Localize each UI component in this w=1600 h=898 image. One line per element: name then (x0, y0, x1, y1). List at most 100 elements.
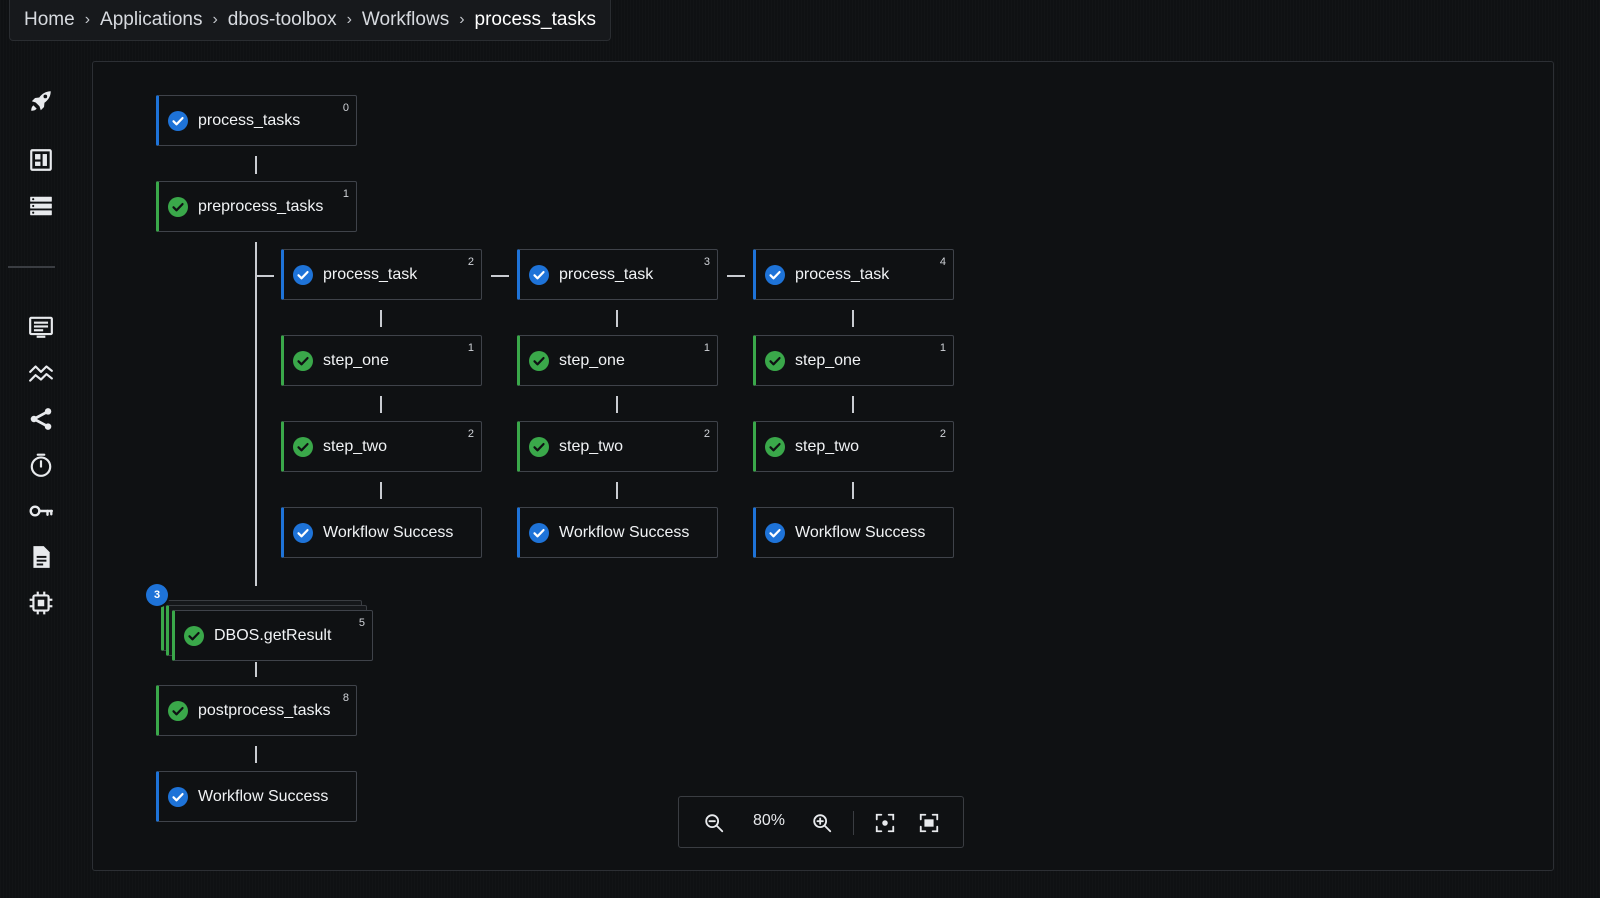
graph-node-workflow[interactable]: process_tasks 0 (156, 95, 357, 146)
node-label: process_task (795, 265, 890, 283)
node-step-number: 2 (939, 428, 946, 440)
connector (255, 746, 257, 763)
graph-node-workflow-success[interactable]: Workflow Success (156, 771, 357, 822)
breadcrumb-applications[interactable]: Applications (100, 9, 203, 30)
node-step-number: 2 (703, 428, 710, 440)
connector (616, 310, 618, 327)
connector (380, 310, 382, 327)
database-icon (30, 196, 52, 216)
graph-node-child-workflow[interactable]: process_task 2 (281, 249, 482, 300)
connector (491, 275, 509, 277)
group-count-badge[interactable]: 3 (146, 584, 168, 606)
graph-node-step[interactable]: step_two 2 (753, 421, 954, 472)
check-circle-icon (765, 350, 785, 371)
workflow-graph-canvas[interactable]: process_tasks 0 preprocess_tasks 1 proce… (92, 61, 1554, 871)
sidebar-item-graph[interactable] (26, 404, 56, 434)
graph-node-step[interactable]: postprocess_tasks 8 (156, 685, 357, 736)
document-icon (33, 546, 50, 568)
breadcrumb-home[interactable]: Home (24, 9, 75, 30)
focus-icon (875, 813, 895, 833)
sidebar (0, 60, 82, 898)
check-circle-icon (765, 436, 785, 457)
graph-node-child-workflow[interactable]: process_task 4 (753, 249, 954, 300)
rocket-icon (31, 91, 51, 111)
node-step-number: 1 (939, 342, 946, 354)
connector (852, 482, 854, 499)
connector (852, 310, 854, 327)
check-circle-icon (293, 350, 313, 371)
center-view-button[interactable] (872, 810, 898, 836)
connector (380, 482, 382, 499)
check-circle-icon (765, 264, 785, 285)
fit-screen-icon (919, 813, 939, 833)
node-step-number: 2 (467, 256, 474, 268)
check-circle-icon (184, 625, 204, 646)
breadcrumb-separator: › (212, 11, 218, 28)
connector (616, 396, 618, 413)
node-step-number: 1 (467, 342, 474, 354)
graph-node-workflow-success[interactable]: Workflow Success (281, 507, 482, 558)
node-label: process_task (559, 265, 654, 283)
check-circle-icon (293, 264, 313, 285)
node-label: process_tasks (198, 111, 301, 129)
zoom-out-button[interactable] (701, 810, 727, 836)
node-label: Workflow Success (559, 523, 690, 541)
breadcrumb-separator: › (459, 11, 465, 28)
graph-node-workflow-success[interactable]: Workflow Success (753, 507, 954, 558)
breadcrumb-separator: › (84, 11, 91, 28)
sidebar-item-compute[interactable] (26, 588, 56, 618)
breadcrumb-current: process_tasks (474, 9, 596, 30)
node-step-number: 2 (467, 428, 474, 440)
sidebar-item-database[interactable] (26, 191, 56, 221)
sidebar-divider (8, 266, 55, 268)
sidebar-item-docs[interactable] (26, 542, 56, 572)
node-label: step_two (559, 437, 624, 455)
connector (255, 156, 257, 174)
sidebar-item-launch[interactable] (26, 86, 56, 116)
sidebar-item-scheduler[interactable] (26, 450, 56, 480)
check-circle-icon (529, 264, 549, 285)
graph-node-step[interactable]: step_one 1 (753, 335, 954, 386)
node-label: step_two (795, 437, 860, 455)
node-label: Workflow Success (795, 523, 926, 541)
connector (616, 482, 618, 499)
breadcrumb-app[interactable]: dbos-toolbox (227, 9, 337, 30)
graph-node-workflow-success[interactable]: Workflow Success (517, 507, 718, 558)
node-step-number: 8 (342, 692, 349, 704)
sidebar-item-dashboard[interactable] (26, 145, 56, 175)
zoom-in-icon (813, 814, 832, 833)
node-label: step_one (559, 351, 625, 369)
check-circle-icon (293, 436, 313, 457)
graph-node-step[interactable]: preprocess_tasks 1 (156, 181, 357, 232)
list-icon (29, 316, 53, 338)
key-icon (29, 505, 54, 517)
check-circle-icon (765, 522, 785, 543)
fit-view-button[interactable] (916, 810, 942, 836)
node-step-number: 5 (358, 617, 365, 629)
zoom-out-icon (705, 814, 724, 833)
connector (727, 275, 745, 277)
graph-node-step[interactable]: step_two 2 (517, 421, 718, 472)
node-step-number: 3 (703, 256, 710, 268)
sidebar-item-keys[interactable] (26, 496, 56, 526)
dashboard-icon (30, 149, 52, 171)
connector (852, 396, 854, 413)
graph-node-step[interactable]: step_one 1 (517, 335, 718, 386)
check-circle-icon (529, 436, 549, 457)
node-step-number: 1 (703, 342, 710, 354)
sidebar-item-logs[interactable] (26, 312, 56, 342)
graph-node-grouped-step[interactable]: DBOS.getResult 5 (172, 610, 373, 661)
check-circle-icon (529, 350, 549, 371)
zoom-in-button[interactable] (809, 810, 835, 836)
graph-node-step[interactable]: step_one 1 (281, 335, 482, 386)
sidebar-item-metrics[interactable] (26, 358, 56, 388)
node-step-number: 1 (342, 188, 349, 200)
connector (255, 242, 257, 586)
node-label: DBOS.getResult (214, 626, 332, 644)
connector (256, 275, 274, 277)
graph-node-child-workflow[interactable]: process_task 3 (517, 249, 718, 300)
check-circle-icon (168, 196, 188, 217)
breadcrumb-workflows[interactable]: Workflows (361, 9, 450, 30)
graph-node-step[interactable]: step_two 2 (281, 421, 482, 472)
node-label: process_task (323, 265, 418, 283)
